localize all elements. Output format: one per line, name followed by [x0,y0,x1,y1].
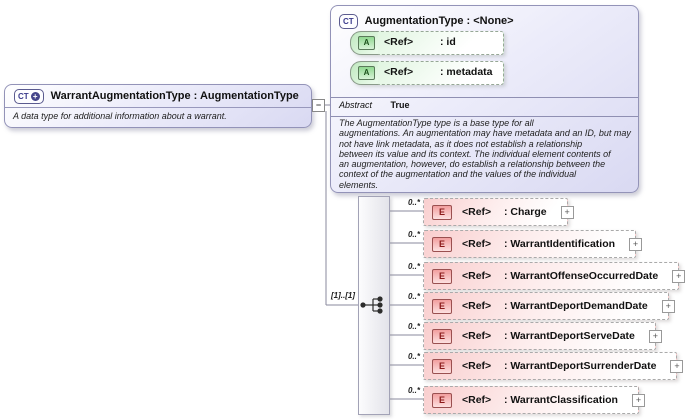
element-icon: E [432,236,452,252]
attribute-ref: <Ref> [384,66,414,78]
element-icon: E [432,204,452,220]
title-divider [5,107,311,108]
type-header: CT AugmentationType : <None> [331,10,638,32]
attribute-node[interactable]: A <Ref> : id [350,31,504,55]
element-ref: <Ref> [462,270,492,282]
abstract-facet-row: Abstract True [331,97,638,117]
element-box[interactable]: E <Ref> : WarrantDeportSurrenderDate + [423,352,684,380]
element-icon: E [432,358,452,374]
element-name: : Charge [504,206,547,218]
attribute-node[interactable]: A <Ref> : metadata [350,61,504,85]
element-box[interactable]: E <Ref> : WarrantDeportDemandDate + [423,292,675,320]
element-ref: <Ref> [462,360,492,372]
type-header: CT+ WarrantAugmentationType : Augmentati… [5,85,311,107]
attribute-icon: A [358,36,375,50]
cardinality-label: 0..* [407,352,420,361]
element-ref: <Ref> [462,330,492,342]
element-box[interactable]: E <Ref> : WarrantDeportServeDate + [423,322,662,350]
cardinality-label: 0..* [407,262,420,271]
derivation-plus-icon: + [30,91,40,101]
expand-icon[interactable]: + [648,330,662,343]
attribute-name: : id [440,36,456,48]
cardinality-label: 0..* [407,198,420,207]
element-ref: <Ref> [462,300,492,312]
element-icon: E [432,268,452,284]
element-icon: E [432,328,452,344]
cardinality-label: 0..* [407,230,420,239]
element-name: : WarrantDeportServeDate [504,330,635,342]
element-ref: <Ref> [462,238,492,250]
element-name: : WarrantDeportDemandDate [504,300,648,312]
sequence-cardinality-label: [1]..[1] [331,291,355,300]
element-box[interactable]: E <Ref> : Charge + [423,198,574,226]
element-icon: E [432,392,452,408]
element-ref: <Ref> [462,394,492,406]
cardinality-label: 0..* [407,292,420,301]
expand-icon[interactable]: + [661,300,675,313]
base-type-title: AugmentationType : <None> [364,15,514,27]
augmentation-type-node[interactable]: CT AugmentationType : <None> A <Ref> : i… [330,5,639,193]
type-documentation: The AugmentationType type is a base type… [339,118,631,190]
element-box[interactable]: E <Ref> : WarrantIdentification + [423,230,643,258]
attribute-ref: <Ref> [384,36,414,48]
expand-icon[interactable]: + [631,394,645,407]
main-type-title: WarrantAugmentationType : AugmentationTy… [50,90,299,102]
element-name: : WarrantOffenseOccurredDate [504,270,659,282]
element-ref: <Ref> [462,206,492,218]
cardinality-label: 0..* [407,322,420,331]
element-box[interactable]: E <Ref> : WarrantClassification + [423,386,645,414]
element-name: : WarrantDeportSurrenderDate [504,360,657,372]
attribute-icon: A [358,66,375,80]
cardinality-label: 0..* [407,386,420,395]
element-icon: E [432,298,452,314]
element-name: : WarrantIdentification [504,238,616,250]
expand-icon[interactable]: + [672,270,686,283]
element-name: : WarrantClassification [504,394,618,406]
sequence-compositor-bar[interactable] [358,196,390,415]
complex-type-icon: CT [339,13,358,29]
collapse-toggle[interactable]: − [312,99,325,112]
expand-icon[interactable]: + [560,206,574,219]
warrant-augmentation-type-node[interactable]: CT+ WarrantAugmentationType : Augmentati… [4,84,312,128]
attribute-name: : metadata [440,66,493,78]
abstract-label: Abstract [339,100,373,110]
abstract-value: True [390,100,410,110]
expand-icon[interactable]: + [670,360,684,373]
main-type-annotation: A data type for additional information a… [13,111,227,121]
expand-icon[interactable]: + [629,238,643,251]
element-box[interactable]: E <Ref> : WarrantOffenseOccurredDate + [423,262,686,290]
complex-type-plus-icon: CT+ [14,88,44,104]
